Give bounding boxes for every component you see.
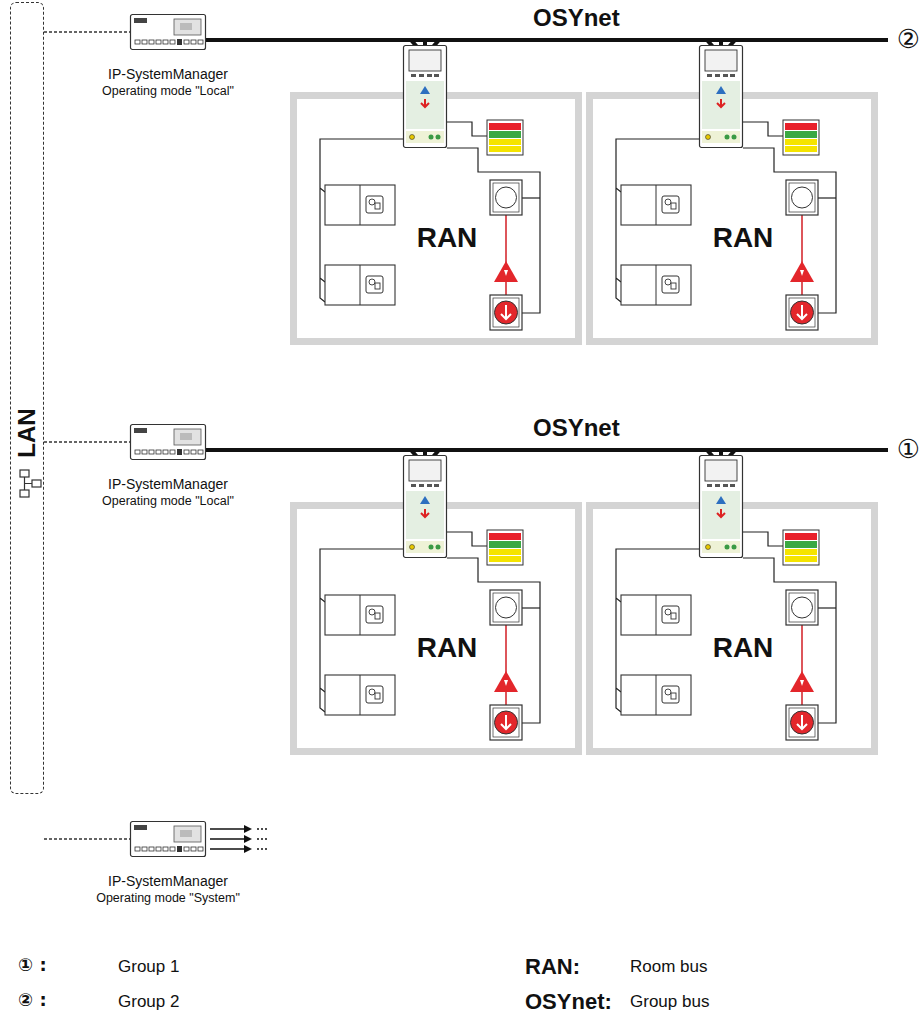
network-icon — [32, 480, 41, 487]
network-label: LAN — [13, 408, 41, 457]
output-arrows — [244, 825, 252, 833]
legend-text: Room bus — [630, 957, 707, 977]
output-arrows — [257, 828, 259, 830]
output-arrows — [210, 838, 246, 839]
manager-devices — [131, 822, 206, 857]
manager-devices — [131, 15, 206, 857]
bus-label: RAN — [312, 632, 582, 664]
bus-label: RAN — [608, 222, 878, 254]
legend-text: OSYnet: — [525, 989, 612, 1014]
mode-label: Operating mode "System" — [96, 891, 240, 905]
controllers — [404, 46, 447, 148]
legend-text: Group bus — [630, 992, 709, 1012]
controllers — [700, 46, 743, 148]
controllers — [700, 456, 743, 558]
legend-text: Group 2 — [118, 992, 179, 1012]
room-area: RAN — [586, 92, 878, 345]
bus-extension — [721, 38, 888, 42]
group-bus-line — [206, 450, 721, 502]
system-manager: IP-SystemManagerOperating mode "System" — [130, 821, 206, 857]
system-manager: IP-SystemManagerOperating mode "Local" — [130, 424, 206, 460]
mode-label: Operating mode "Local" — [102, 494, 234, 508]
legend-text: ② : — [18, 990, 47, 1011]
device-name: IP-SystemManager — [108, 873, 228, 889]
room-area: RAN — [586, 502, 878, 755]
output-arrows — [261, 828, 263, 830]
output-arrows — [257, 828, 267, 850]
output-arrows — [210, 825, 267, 853]
callout-number: ① — [897, 435, 920, 465]
bus-label: RAN — [608, 632, 878, 664]
group-bus-line — [206, 40, 721, 92]
manager-devices — [131, 425, 206, 460]
mode-label: Operating mode "Local" — [102, 84, 234, 98]
legend-text: RAN: — [525, 954, 580, 979]
output-arrows — [265, 838, 267, 840]
output-arrows — [244, 835, 252, 843]
bus-extension — [721, 448, 888, 452]
room-area: RAN — [290, 502, 582, 755]
output-arrows — [210, 828, 246, 829]
output-arrows — [257, 838, 259, 840]
device-name: IP-SystemManager — [108, 66, 228, 82]
legend-text: Group 1 — [118, 957, 179, 977]
controllers — [404, 456, 447, 558]
callout-number: ② — [897, 25, 920, 55]
output-arrows — [265, 848, 267, 850]
output-arrows — [261, 848, 263, 850]
output-arrows — [265, 828, 267, 830]
lan-link — [44, 31, 130, 33]
legend-text: ① : — [18, 955, 47, 976]
bus-extension — [411, 40, 888, 466]
output-arrows — [257, 848, 259, 850]
network-icon — [20, 470, 29, 477]
lan-link — [44, 838, 130, 840]
lan-link — [44, 441, 130, 443]
lan-box: LAN — [10, 2, 44, 794]
system-manager: IP-SystemManagerOperating mode "Local" — [130, 14, 206, 50]
network-icon — [25, 477, 33, 490]
output-arrows — [210, 848, 246, 849]
device-name: IP-SystemManager — [108, 476, 228, 492]
group-bus-line — [206, 450, 425, 502]
bus-label: RAN — [312, 222, 582, 254]
output-arrows — [261, 838, 263, 840]
output-arrows — [244, 845, 252, 853]
network-icon — [20, 490, 29, 497]
bus-name: OSYnet — [533, 414, 620, 442]
network-icon — [20, 470, 41, 497]
controllers — [404, 46, 743, 558]
room-drawings — [294, 96, 875, 752]
room-area: RAN — [290, 92, 582, 345]
group-bus-line — [206, 40, 425, 92]
bus-name: OSYnet — [533, 4, 620, 32]
manager-devices — [131, 15, 206, 50]
